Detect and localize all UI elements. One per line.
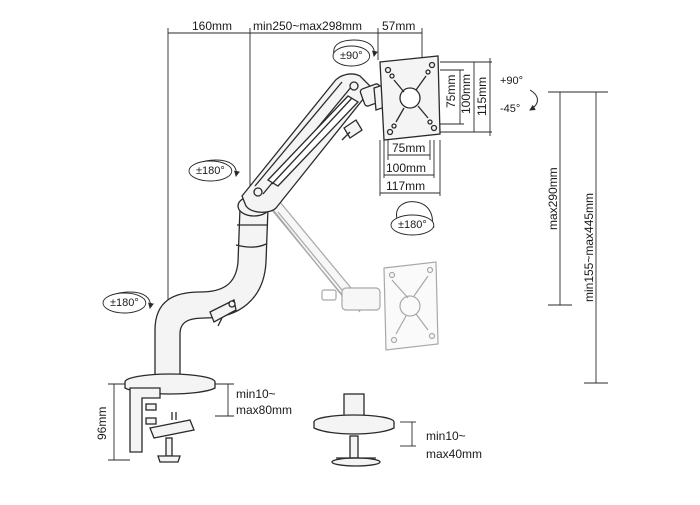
- label-vesa-w117: 117mm: [386, 179, 425, 193]
- label-head-swivel: ±90°: [340, 50, 363, 62]
- label-vesa-w100: 100mm: [386, 161, 426, 175]
- label-screen-rotation: ±180°: [398, 219, 427, 231]
- label-grommet-range-2: max40mm: [426, 447, 482, 461]
- vesa-plate: [379, 55, 441, 141]
- dimension-lines: [108, 28, 608, 461]
- label-base-rotation: ±180°: [110, 297, 139, 309]
- label-clamp-range-2: max80mm: [236, 403, 292, 417]
- label-vesa-h115: 115mm: [475, 77, 489, 116]
- label-tilt-up: +90°: [500, 75, 523, 87]
- label-height-range: min155~max445mm: [582, 193, 596, 302]
- grommet-mount: [313, 393, 395, 467]
- label-offset-160: 160mm: [192, 19, 232, 33]
- label-clamp-height: 96mm: [95, 407, 109, 440]
- ghost-arm: [261, 189, 439, 351]
- label-clamp-range-1: min10~: [236, 387, 276, 401]
- screen-rotation-badge: [390, 214, 435, 236]
- label-grommet-range-1: min10~: [426, 429, 466, 443]
- label-vesa-h75: 75mm: [444, 75, 458, 108]
- head-swivel-badge: [332, 45, 371, 67]
- label-depth-57: 57mm: [382, 19, 415, 33]
- label-reach: min250~max298mm: [253, 19, 362, 33]
- label-max-height: max290mm: [546, 167, 560, 230]
- label-vesa-w75: 75mm: [392, 141, 425, 155]
- main-arm: [154, 73, 389, 379]
- elbow-rotation-badge: [188, 160, 233, 182]
- label-vesa-h100: 100mm: [459, 74, 473, 114]
- label-tilt-down: -45°: [500, 103, 520, 115]
- desk-clamp: [124, 373, 216, 463]
- base-rotation-badge: [102, 292, 147, 314]
- label-elbow-rotation: ±180°: [196, 165, 225, 177]
